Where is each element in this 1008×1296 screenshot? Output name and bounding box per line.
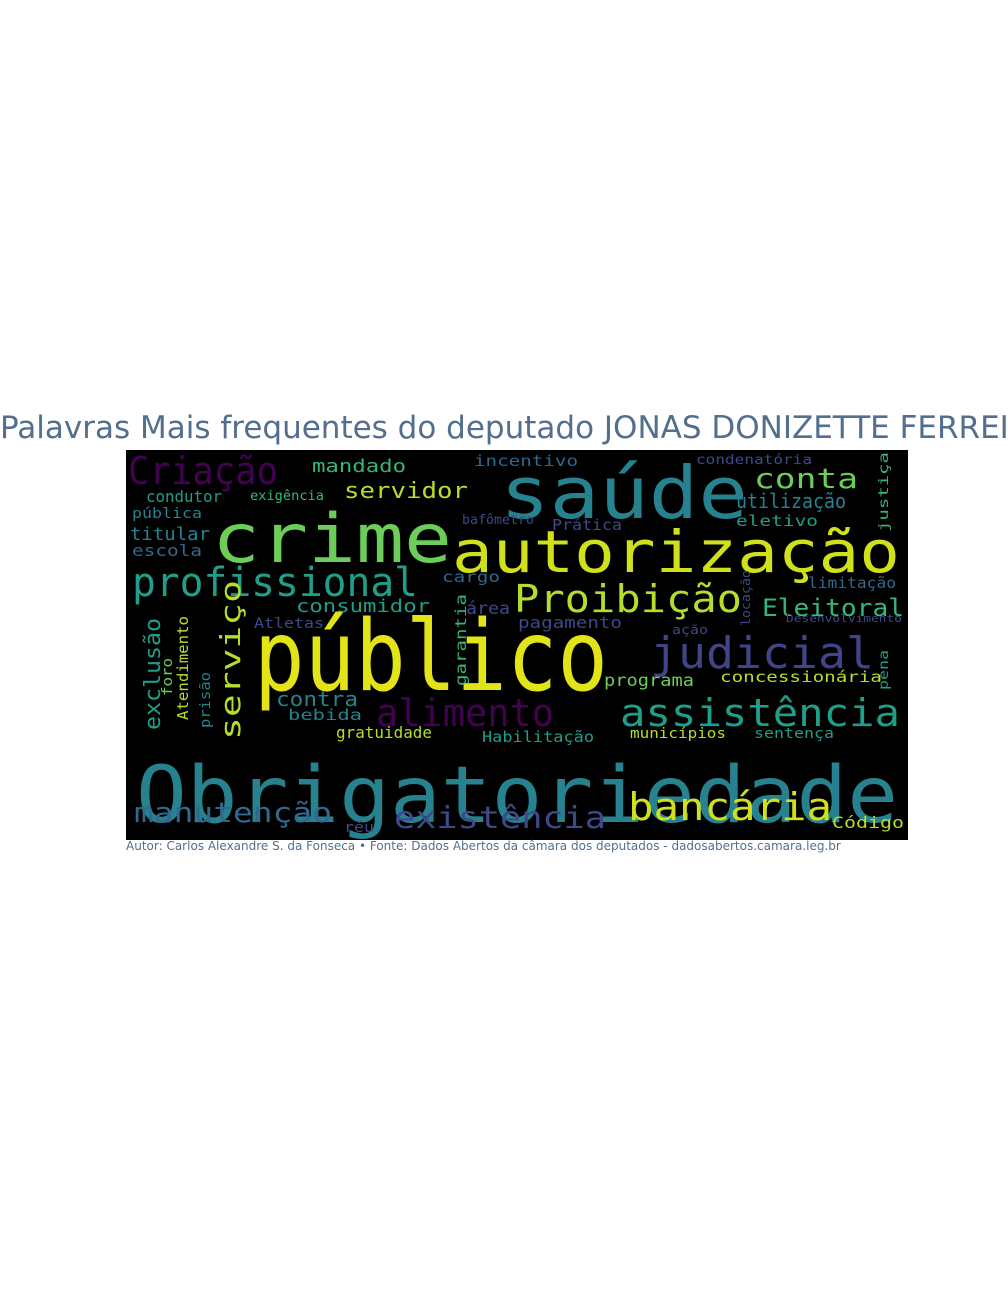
cloud-word: pena [877, 650, 892, 690]
cloud-word: eletivo [736, 512, 818, 530]
cloud-word: autorização [452, 518, 900, 586]
cloud-word: saúde [500, 451, 748, 535]
cloud-word: Proibição [514, 577, 742, 621]
cloud-word: utilização [736, 489, 846, 513]
cloud-word: área [466, 599, 510, 619]
chart-title: Palavras Mais frequentes do deputado JON… [0, 410, 1008, 446]
cloud-word: pública [132, 506, 202, 522]
cloud-word: exigência [250, 489, 324, 504]
cloud-word: serviço [214, 580, 247, 740]
cloud-word: consumidor [296, 596, 430, 617]
cloud-word: servidor [344, 479, 468, 504]
cloud-word: justiça [877, 452, 892, 532]
cloud-word: profissional [132, 560, 418, 606]
cloud-word: Atendimento [174, 616, 192, 720]
source-credit: Autor: Carlos Alexandre S. da Fonseca • … [126, 839, 841, 853]
cloud-word: programa [604, 671, 694, 691]
cloud-word: público [254, 600, 608, 714]
cloud-word: crime [212, 500, 452, 579]
cloud-word: alimento [376, 691, 554, 735]
cloud-word: municípios [630, 726, 726, 742]
cloud-word: condutor [146, 487, 222, 506]
cloud-word: titular [130, 524, 210, 545]
cloud-word: Desenvolvimento [786, 612, 902, 625]
cloud-word: contra [276, 687, 358, 711]
cloud-word: ação [672, 623, 708, 637]
cloud-word: limitação [808, 574, 896, 592]
cloud-word: Código [832, 813, 904, 832]
cloud-word: bancária [628, 785, 832, 829]
cloud-word: pagamento [518, 613, 622, 632]
cloud-word: escola [132, 541, 202, 560]
cloud-word: Habilitação [482, 728, 594, 746]
cloud-word: manutenção [134, 796, 332, 829]
cloud-word: foro [160, 658, 176, 696]
cloud-word: exclusão [141, 618, 166, 730]
cloud-word: gratuidade [336, 723, 432, 742]
cloud-word: concessionária [720, 668, 882, 686]
cloud-word: prisão [198, 672, 214, 728]
cloud-word: cargo [442, 568, 500, 586]
cloud-word: Criação [128, 450, 278, 493]
cloud-word: garantia [452, 594, 470, 686]
cloud-word: Eleitoral [762, 594, 904, 622]
cloud-word: conta [754, 462, 858, 495]
cloud-word: condenatória [696, 453, 812, 468]
cloud-word: réu [344, 820, 374, 836]
cloud-word: judicial [650, 628, 874, 679]
cloud-word: existência [394, 801, 606, 836]
cloud-word: incentivo [474, 452, 578, 470]
cloud-word: bafômetro [462, 513, 534, 528]
cloud-word: Obrigatoriedade [136, 751, 898, 840]
cloud-word: Prática [552, 516, 622, 534]
cloud-word: assistência [620, 691, 900, 735]
cloud-word: locação [739, 570, 753, 626]
cloud-word: mandado [312, 456, 406, 477]
cloud-word: Atletas [254, 616, 324, 632]
cloud-word: bebida [288, 706, 362, 724]
cloud-word: sentença [754, 726, 834, 742]
